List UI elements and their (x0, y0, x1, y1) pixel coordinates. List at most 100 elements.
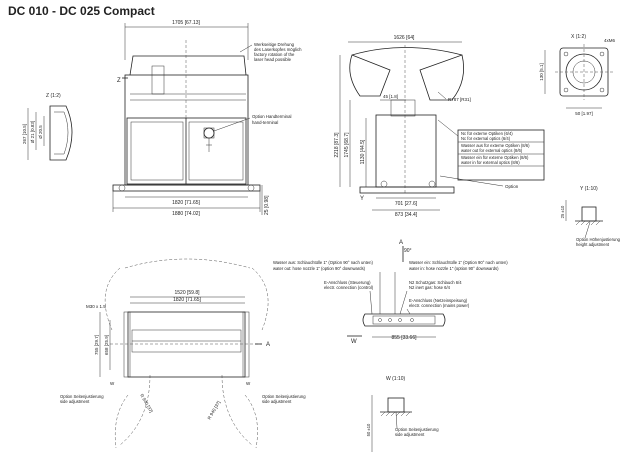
detail-w-title: W (1:10) (386, 376, 406, 382)
detail-z-outline (49, 105, 73, 161)
view-a-note-5a: E-Anschluss (Netzeinspeisung) (409, 298, 468, 303)
view-a-note-3b: electr. connection (control) (324, 285, 374, 290)
side-left-wing (349, 54, 391, 97)
top-view: 1520 [59.8] 1820 [71.65] A M30 x 1.5 755… (60, 258, 306, 449)
detail-z-dim-3: Ø 20.5 (38, 125, 43, 139)
side-dim-inner: 45 [1.8] (383, 94, 398, 99)
note-hand-terminal-en: hand-terminal (252, 120, 278, 125)
view-a: A 90° Wasser aus: Schlauchtülle 1" (Opti… (273, 240, 508, 345)
side-depth-2: 873 [34.4] (395, 212, 418, 218)
view-a-note-2b: water in: hose nozzle 1" (option 90° dow… (409, 266, 499, 271)
detail-x-thread: 4xM6 (604, 38, 616, 43)
front-width-inner: 1820 [71.65] (172, 200, 200, 206)
detail-x-title: X (1:2) (571, 34, 586, 40)
view-a-note-4a: N2 Schutzgas: Schlauch 6/4 (409, 280, 462, 285)
detail-x-height: 130 [5.1] (539, 63, 544, 81)
front-foot-height: 25 [0.98] (264, 195, 270, 215)
top-body (127, 311, 246, 378)
side-width: 1626 [64] (394, 35, 415, 41)
drawing-title: DC 010 - DC 025 Compact (8, 4, 155, 18)
side-right-wing (419, 54, 465, 101)
lower-cabinet (126, 117, 247, 185)
detail-y-note-de: Option Höhenjustierung (576, 237, 621, 242)
section-z-marker: Z (117, 78, 121, 84)
legend-line: Wasser aus für externe Optiken (8/6) (461, 143, 530, 148)
legend-line: water in for external optics (8/6) (461, 160, 520, 165)
side-option-label: Option (505, 184, 519, 189)
view-a-note-3a: E-Anschluss (Steuerung) (324, 280, 371, 285)
top-radius-right: R 940 [37] (207, 400, 222, 420)
detail-y: Y (1:10) 25 ±10 Option Höhenjustierung h… (560, 186, 621, 247)
top-option-left-de: Option Seitenjustierung (60, 394, 104, 399)
side-depth-1: 701 [27.6] (395, 201, 418, 207)
top-w-right: W (246, 381, 251, 386)
detail-w-note-en: side adjustment (395, 432, 425, 437)
top-depth-2: 658 [25.9] (104, 335, 109, 355)
top-width-1: 1520 [59.8] (174, 290, 200, 296)
unit-body (124, 74, 249, 186)
legend-line: Nc für externe Optiken (6/4) (461, 131, 513, 136)
detail-y-marker: Y (360, 196, 364, 202)
side-radius: R787 [R31] (448, 97, 471, 102)
detail-y-foot (581, 206, 597, 222)
top-option-left-en: side adjustment (60, 399, 90, 404)
laser-head-housing (129, 55, 247, 76)
view-a-width: 855 [33.66] (391, 335, 417, 341)
note-rotation-en2: laser head possible (254, 57, 292, 62)
base-frame (112, 184, 261, 192)
legend-line: Wasser ein für externe Optiken (8/6) (461, 155, 529, 160)
right-door (188, 121, 244, 181)
side-view: 1626 [64] 2218 [87.3] 1745 [68.7] 1130 [… (334, 35, 545, 218)
legend-line: Nc for external optics (6/4) (461, 136, 511, 141)
top-radius-left: R 940 [37] (139, 393, 154, 413)
detail-y-note-en: height adjustment (576, 242, 610, 247)
detail-w-marker: W (351, 339, 357, 345)
top-thread: M30 x 1.5 (86, 304, 106, 309)
top-option-right-de: Option Seitenjustierung (262, 394, 306, 399)
side-height-low: 1130 [44.5] (360, 139, 366, 164)
detail-x: X (1:2) 4xM6 130 [5.1] 50 [1.97] (539, 34, 616, 116)
view-a-marker: A (266, 342, 270, 348)
side-height-total: 2218 [87.3] (334, 132, 340, 158)
detail-w-foot (387, 397, 405, 413)
view-a-unit (362, 313, 446, 327)
top-option-right-en: side adjustment (262, 399, 292, 404)
detail-w-dim: 50 ±10 (366, 423, 371, 436)
view-a-note-4b: N2 inert gas: hose 6/4 (409, 285, 451, 290)
detail-z-dim-2: Ø 21 [0.83] (30, 121, 35, 143)
front-view: 1705 [67.13] 1820 [71.65] (112, 20, 302, 217)
view-a-note-5b: electr. connection (mains power) (409, 303, 470, 308)
view-a-note-1b: water out: hose nozzle 1" (option 90° do… (273, 266, 366, 271)
legend-line: water out for external optics (8/6) (461, 148, 523, 153)
view-a-note-1a: Wasser aus: Schlauchtülle 1" (Option 90°… (273, 260, 373, 265)
top-depth-1: 755 [29.7] (94, 335, 99, 355)
view-a-note-2a: Wasser ein: Schlauchtülle 1" (Option 90°… (409, 260, 508, 265)
detail-w: W (1:10) 50 ±10 Option Seitenjustierung … (366, 376, 439, 452)
side-body (375, 114, 437, 188)
front-width-label: 1705 [67.13] (172, 20, 200, 26)
note-rotation-en: factory rotation of the (254, 52, 295, 57)
side-base (359, 186, 455, 194)
top-w-left: W (110, 381, 115, 386)
front-width-outer: 1880 [74.02] (172, 211, 200, 217)
detail-x-width: 50 [1.97] (575, 111, 593, 116)
view-a-angle: 90° (404, 248, 412, 254)
connection-legend (457, 129, 545, 181)
detail-z: Z (1:2) 267 [10.5] Ø 21 [0.83] Ø 20.5 (22, 93, 73, 161)
hand-terminal (203, 127, 215, 139)
detail-y-dim: 25 ±10 (560, 205, 565, 218)
note-hand-terminal-de: Option Handterminal (252, 114, 291, 119)
left-door (130, 121, 184, 181)
detail-w-note-de: Option Seitenjustierung (395, 427, 439, 432)
top-width-2: 1820 [71.65] (173, 297, 201, 303)
view-a-title: A (399, 240, 403, 246)
detail-z-title: Z (1:2) (46, 93, 61, 99)
detail-z-dim-1: 267 [10.5] (22, 124, 27, 144)
note-rotation-de: Werkseitige Drehung (254, 42, 295, 47)
note-rotation-de2: des Laserkopfes möglich (254, 47, 302, 52)
side-height-mid: 1745 [68.7] (344, 132, 350, 158)
detail-y-title: Y (1:10) (580, 186, 598, 192)
laser-head (151, 65, 165, 95)
